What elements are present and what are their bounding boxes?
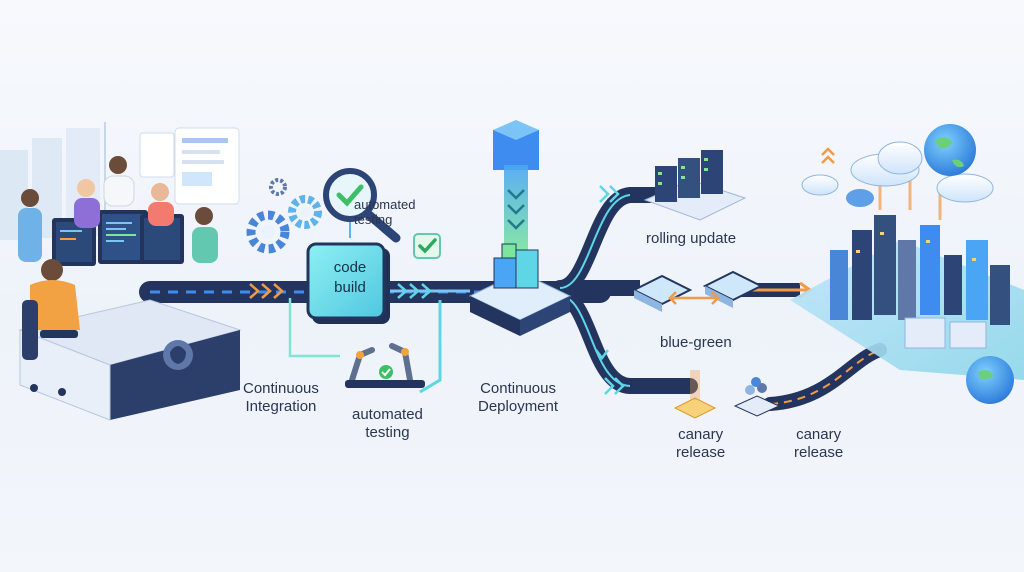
cloud-icon [801,141,994,207]
canary-release-nodes [673,370,781,419]
canary-release-1-line2: release [676,444,726,461]
code-build-line2: build [334,279,366,296]
checkmark-icon [413,233,441,259]
canary-release-2-line2: release [794,444,844,461]
continuous-deployment-line1: Continuous [480,380,556,397]
canary-release-label-2: canary release [794,426,843,462]
gear-icon [246,178,322,254]
canary-release-label-1: canary release [676,426,725,462]
code-build-label: code build [316,258,384,298]
code-build-box [306,242,390,324]
canary-release-2-line1: canary [796,426,842,443]
magnifier-icon [323,168,401,243]
automated-testing-bottom-line1: automated [352,406,423,423]
continuous-integration-line2: Integration [245,398,317,415]
cloud-city [790,175,1024,380]
github-icon [163,340,193,370]
robot-arms [345,343,425,388]
code-build-line1: code [333,259,367,276]
continuous-deployment-label: Continuous Deployment [478,380,558,416]
continuous-integration-line1: Continuous [243,380,319,397]
automated-testing-top-line1: automated [354,197,416,212]
continuous-deployment-line2: Deployment [478,398,559,415]
automated-testing-bottom-label: automated testing [352,406,423,442]
globe-icon [924,124,1014,404]
code-lines [60,222,136,242]
automated-testing-top-line2: testing [354,212,393,227]
canary-release-1-line1: canary [678,426,724,443]
continuous-integration-label: Continuous Integration [243,380,319,416]
dashboard-panels [139,127,240,205]
developer-workspace [18,156,242,421]
deployment-hub [468,243,572,336]
automated-testing-top-label: automated testing [354,197,415,227]
rolling-update-servers [643,150,747,221]
blue-green-label: blue-green [660,334,732,351]
deployment-tower [493,120,539,255]
blue-green-environments [631,270,764,312]
rolling-update-label: rolling update [646,230,737,247]
automated-testing-bottom-line2: testing [365,424,410,441]
